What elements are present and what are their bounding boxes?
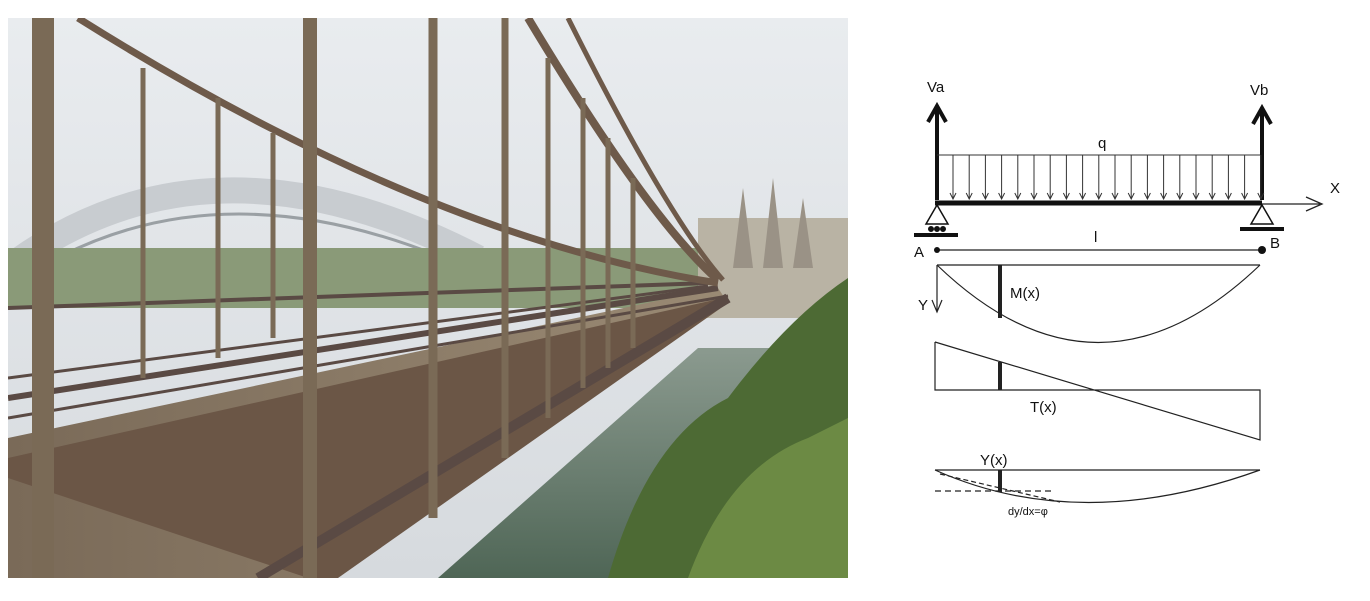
- load-arrow: [1241, 155, 1249, 201]
- shear-diagram: [934, 341, 1261, 441]
- y-axis: [931, 265, 943, 314]
- load-arrow: [1176, 155, 1184, 201]
- load-arrow: [965, 155, 973, 201]
- label-a: A: [914, 244, 924, 261]
- distributed-load: [937, 154, 1265, 201]
- load-arrow: [1046, 155, 1054, 201]
- load-arrow: [1079, 155, 1087, 201]
- moment-diagram: [936, 264, 1261, 343]
- bridge-railing: [8, 281, 731, 578]
- load-arrow: [949, 155, 957, 201]
- background-arch-bridge: [8, 177, 484, 279]
- load-arrow: [1257, 155, 1265, 201]
- label-span: l: [1094, 229, 1097, 246]
- label-y-axis: Y: [918, 297, 928, 314]
- load-arrow: [1143, 155, 1151, 201]
- load-arrow: [1095, 155, 1103, 201]
- reaction-arrow-b: [1251, 103, 1273, 200]
- poplar-trees: [733, 178, 813, 268]
- hanger-rods: [32, 18, 636, 578]
- support-b-pin: [1240, 203, 1284, 231]
- label-deflection: Y(x): [980, 452, 1008, 469]
- load-arrow: [998, 155, 1006, 201]
- load-arrow: [1160, 155, 1168, 201]
- load-arrow: [1127, 155, 1135, 201]
- load-arrow: [1111, 155, 1119, 201]
- load-arrow: [1224, 155, 1232, 201]
- load-arrow: [1208, 155, 1216, 201]
- load-arrow: [1030, 155, 1038, 201]
- label-vb: Vb: [1250, 82, 1268, 99]
- load-arrow: [1014, 155, 1022, 201]
- label-x-axis: X: [1330, 180, 1340, 197]
- deflection-diagram: [934, 469, 1261, 504]
- x-axis: [1262, 196, 1324, 212]
- load-arrow: [1062, 155, 1070, 201]
- load-arrow: [1192, 155, 1200, 201]
- label-va: Va: [927, 79, 945, 96]
- label-b: B: [1270, 235, 1280, 252]
- label-q: q: [1098, 135, 1106, 152]
- load-arrow: [981, 155, 989, 201]
- reaction-arrow-a: [926, 101, 948, 200]
- label-moment: M(x): [1010, 285, 1040, 302]
- label-shear: T(x): [1030, 399, 1057, 416]
- label-slope: dy/dx=φ: [1008, 506, 1048, 518]
- bridge-photo: [8, 18, 848, 578]
- support-a-roller: [914, 203, 958, 237]
